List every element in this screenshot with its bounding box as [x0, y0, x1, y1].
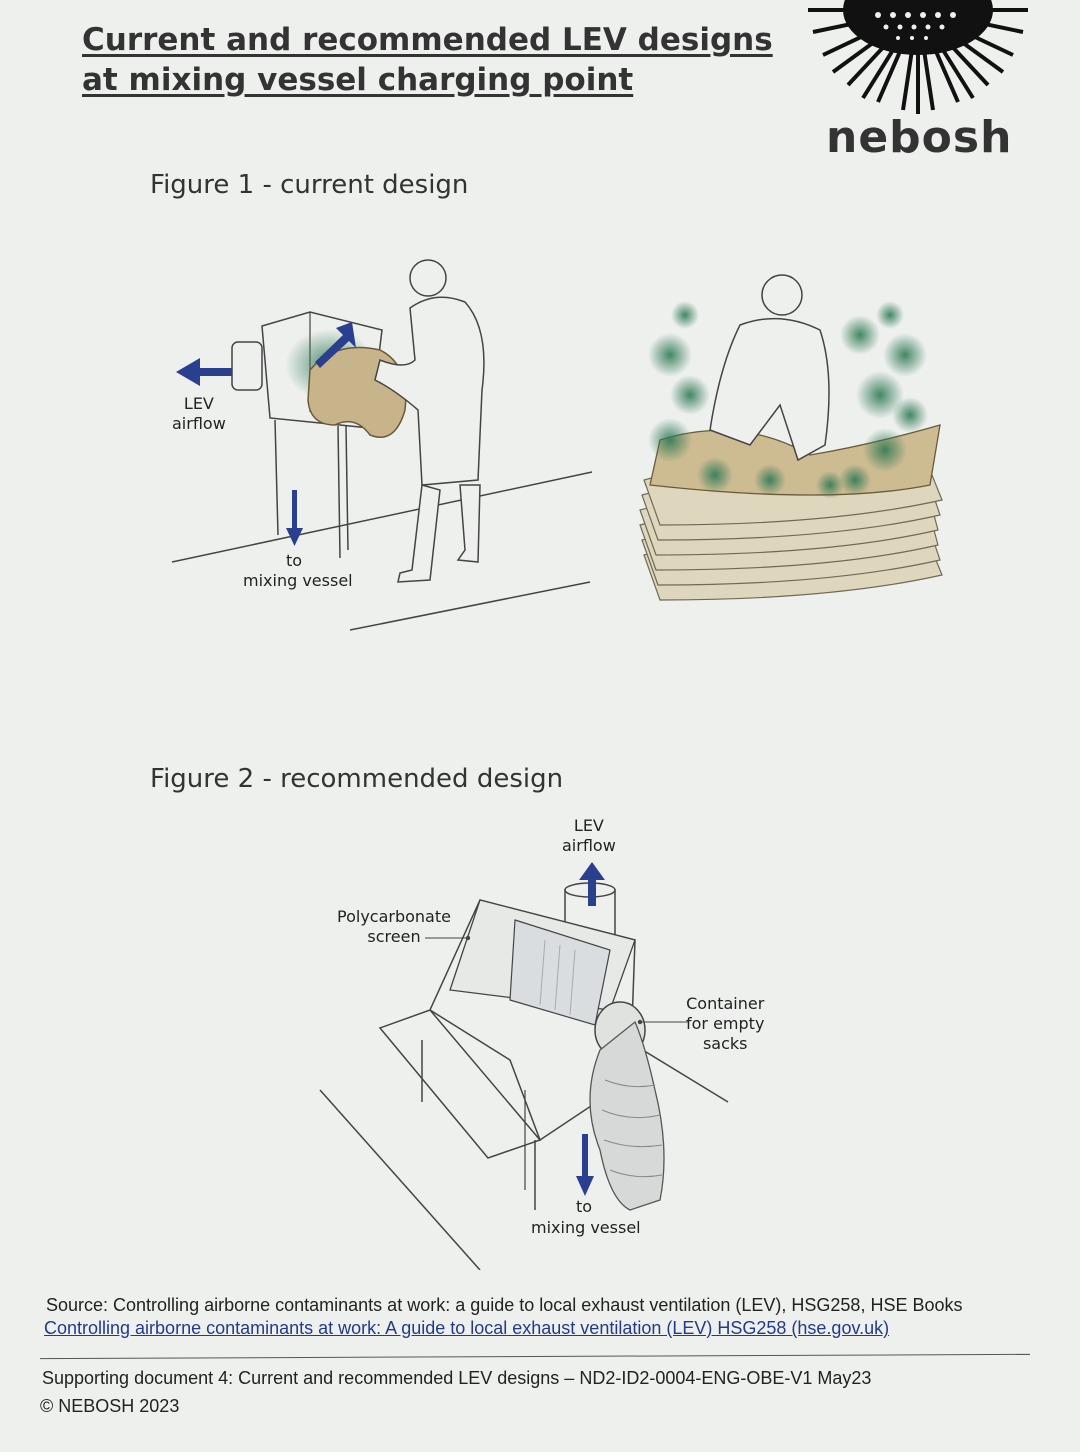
- hse-guide-link[interactable]: Controlling airborne contaminants at wor…: [44, 1318, 890, 1338]
- figure-2-recommended-design-illustration: [319, 862, 729, 1270]
- container-label-line-1: Container: [686, 994, 765, 1013]
- source-citation: Source: Controlling airborne contaminant…: [46, 1295, 963, 1315]
- lev-label-line-1: LEV: [573, 816, 604, 835]
- polycarbonate-screen-label: Polycarbonate screen: [337, 907, 451, 947]
- figure-1-caption: Figure 1 - current design: [150, 170, 469, 200]
- arrow-up-icon: [579, 862, 605, 906]
- figure-1-dust-exposure-illustration: [639, 274, 943, 601]
- screen-label-line-2: screen: [367, 927, 421, 946]
- supporting-document-reference: Supporting document 4: Current and recom…: [42, 1368, 872, 1388]
- arrow-down-icon: [286, 490, 303, 546]
- lev-label-line-2: airflow: [562, 836, 616, 855]
- screen-label-line-1: Polycarbonate: [337, 907, 451, 926]
- copyright-notice: © NEBOSH 2023: [40, 1396, 180, 1416]
- nebosh-wordmark: nebosh: [826, 112, 1013, 163]
- page-title: Current and recommended LEV designs at m…: [82, 20, 773, 100]
- lev-label-line-1: LEV: [183, 394, 214, 413]
- container-label-line-2: for empty: [686, 1014, 765, 1033]
- title-line-2: at mixing vessel charging point: [82, 62, 634, 98]
- footer-divider: [40, 1353, 1030, 1360]
- arrow-down-icon: [576, 1134, 594, 1196]
- lev-label-line-2: airflow: [172, 414, 226, 433]
- arrow-down-icon: [315, 322, 356, 368]
- nebosh-starburst-logo: [808, 0, 1028, 114]
- container-label-line-3: sacks: [702, 1034, 748, 1053]
- arrow-left-icon: [176, 358, 232, 386]
- figure-2-mixing-vessel-label: mixing vessel: [531, 1218, 641, 1237]
- figure-2-lev-airflow-label: LEV airflow: [562, 816, 616, 856]
- container-for-empty-sacks-label: Container for empty sacks: [686, 994, 764, 1054]
- figure-1-mixing-vessel-label: mixing vessel: [243, 571, 353, 590]
- figure-2-caption: Figure 2 - recommended design: [150, 764, 564, 794]
- title-line-1: Current and recommended LEV designs: [82, 22, 773, 58]
- figure-1-current-design-illustration: [171, 259, 593, 631]
- figure-1-to-label: to: [286, 551, 303, 570]
- figure-2-to-label: to: [576, 1197, 593, 1216]
- figure-1-lev-airflow-label: LEV airflow: [172, 394, 226, 434]
